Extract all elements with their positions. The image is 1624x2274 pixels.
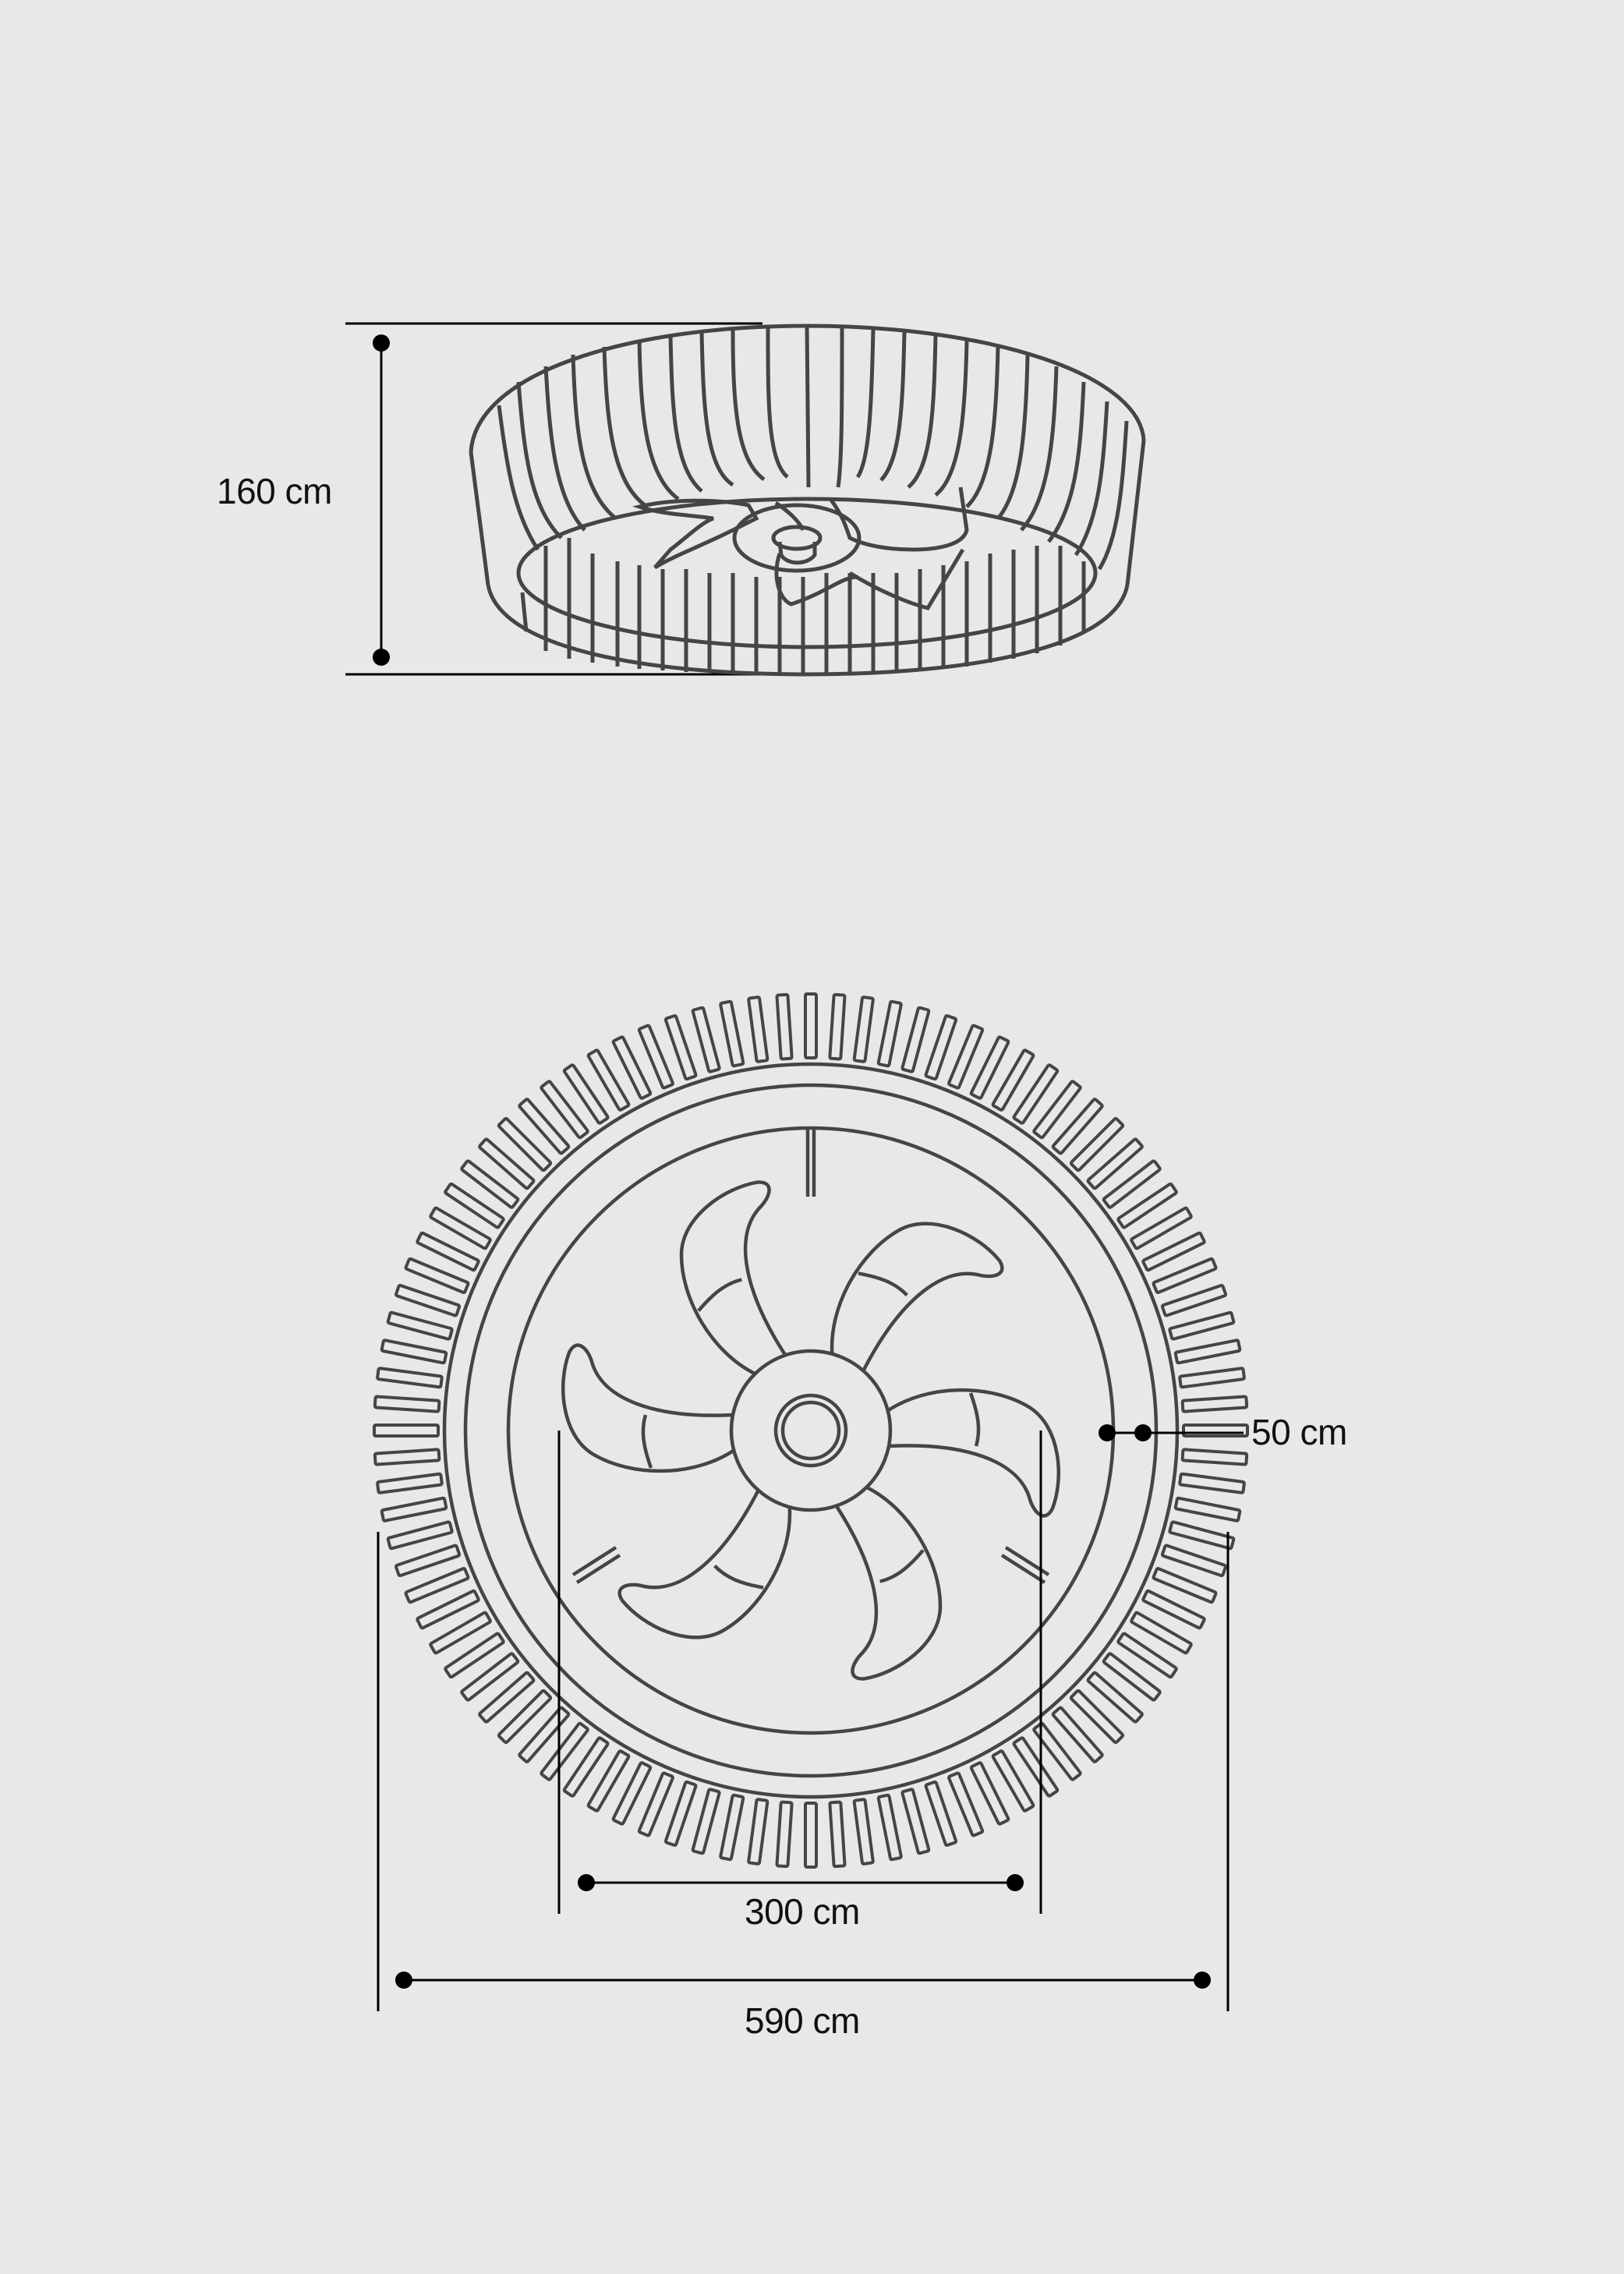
ring-width-dimension-label: 50 cm <box>1251 1412 1347 1452</box>
side-view-dimension <box>345 322 772 676</box>
inner-diameter-dimension-label: 300 cm <box>745 1891 860 1932</box>
top-view-dimensions <box>377 1424 1244 2011</box>
side-view-blades <box>632 486 969 610</box>
outer-diameter-dimension-label: 590 cm <box>745 2000 860 2041</box>
side-view-fan-drum <box>469 324 1146 677</box>
top-view-fan <box>373 992 1249 1869</box>
height-dimension-label: 160 cm <box>217 471 332 511</box>
